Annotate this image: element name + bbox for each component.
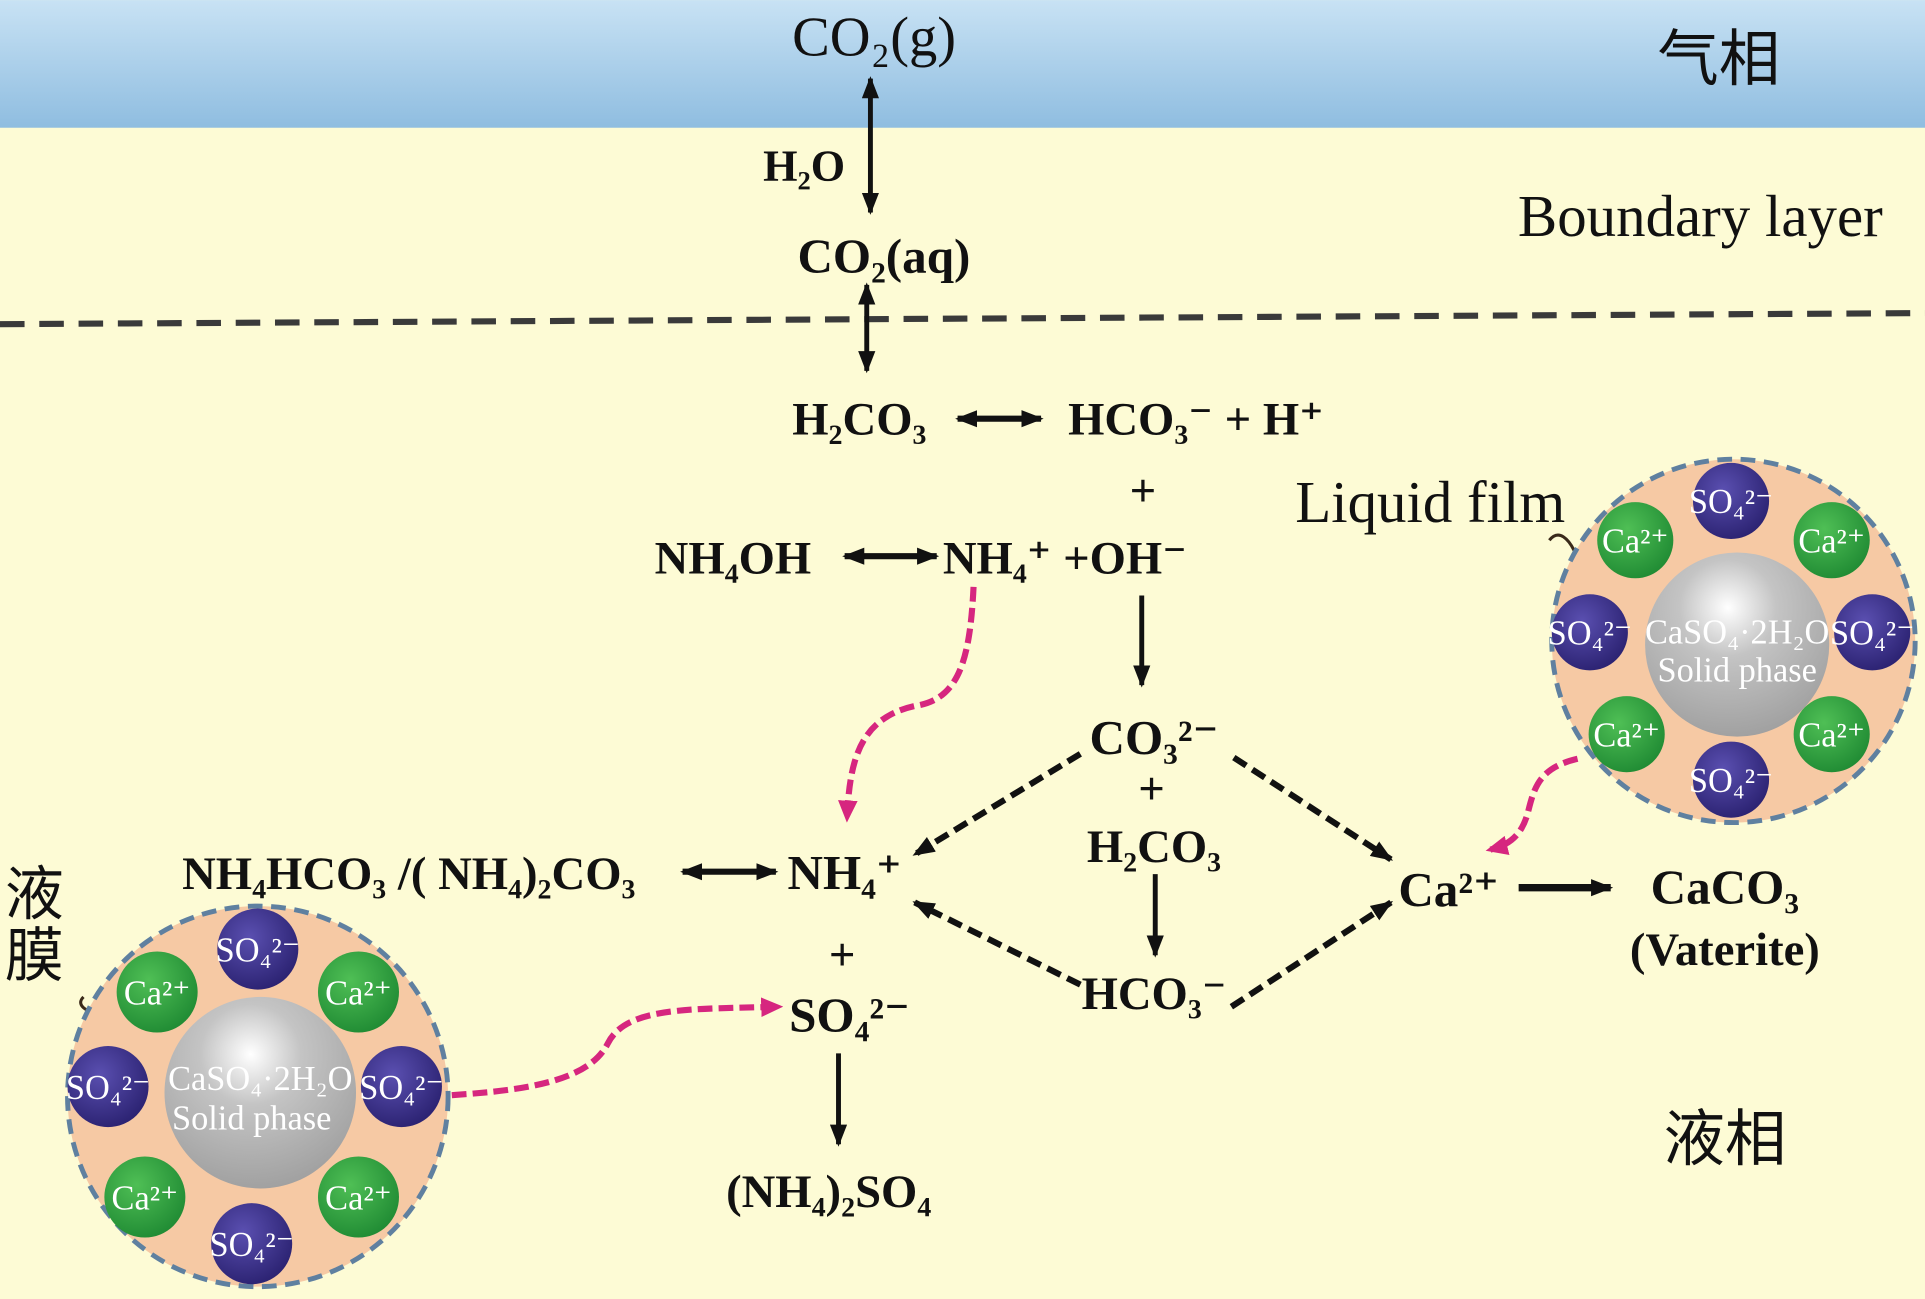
so4-release-arrow [451,997,784,1099]
liquid-film-cn-label-1: 液 [5,862,64,928]
solid-core [164,996,357,1189]
solid-core [1645,552,1830,737]
ca-ion-sphere [1588,696,1665,773]
gas-phase-label: 气相 [1657,26,1780,94]
ca-ion-label: Ca²⁺ [1798,523,1865,561]
ca-ion: Ca²⁺ [1398,862,1499,917]
gypsum-particle-right: SO₄²⁻ SO₄²⁻ SO₄²⁻ SO₄²⁻ Ca²⁺ Ca²⁺ Ca²⁺ C… [1548,456,1918,826]
ca-ion-sphere [1597,502,1674,579]
ca-ion-label: Ca²⁺ [124,974,191,1012]
so4-ion-sphere [67,1046,149,1128]
boundary-dashed-line [0,310,1925,328]
plus-sign: + [1138,763,1165,815]
h2co3-middle: H₂CO₃ [1087,821,1221,873]
liquid-film-cn-label-2: 膜 [5,923,64,989]
ca-ion-label: Ca²⁺ [1593,716,1660,754]
co3: CO₃²⁻ [1090,710,1219,765]
co3-to-nh4-dashed-arrow [912,751,1082,858]
gas-phase-region [0,0,1925,128]
ca-ion-label: Ca²⁺ [1602,523,1669,561]
so4-ion-sphere [1551,594,1628,671]
liquid-film-label: Liquid film [1295,469,1565,535]
nh4-ion: NH₄⁺ [788,845,902,900]
so4-ion-sphere [1834,594,1911,671]
ca-ion-sphere [104,1156,186,1238]
so4-ion-label: SO₄²⁻ [359,1069,443,1107]
ca-ion-sphere [317,1156,399,1238]
ca-release-arrow [1485,755,1579,855]
core-formula: CaSO₄·2H₂O [168,1060,352,1098]
h2o-label: H₂O [763,142,845,191]
ca-ion-label: Ca²⁺ [325,1179,392,1217]
ca-ion-label: Ca²⁺ [325,974,392,1012]
so4-ion-label: SO₄²⁻ [1830,615,1914,653]
core-label: Solid phase [172,1100,331,1138]
so4-ion-sphere [1692,741,1770,818]
so4-ion-sphere [1692,462,1770,540]
h2co3: H₂CO₃ [792,394,926,446]
so4-ion-label: SO₄²⁻ [1548,615,1632,653]
vaterite-label: (Vaterite) [1630,924,1820,976]
ca-ion-sphere [1793,696,1870,773]
ammonium-sulfate: (NH₄)₂SO₄ [726,1166,931,1218]
plus-sign: + [1130,465,1157,517]
so4-ion-label: SO₄²⁻ [210,1226,294,1264]
nh4oh: NH₄OH [655,532,812,584]
so4-ion-sphere [211,1203,293,1285]
hco3-to-nh4-dashed-arrow [912,899,1082,988]
ca-ion-sphere [317,951,399,1033]
so4-ion-sphere [217,908,299,990]
nh4-transfer-arrow [838,586,977,823]
hco3: HCO₃⁻ [1082,968,1227,1020]
boundary-layer-label: Boundary layer [1518,183,1883,249]
core-formula: CaSO₄·2H₂O [1645,613,1829,651]
nh4-carbonate-salts: NH₄HCO₃ /( NH₄)₂CO₃ [182,848,635,900]
ca-ion-sphere [1793,502,1870,579]
caco3: CaCO₃ [1651,860,1799,915]
ca-ion-label: Ca²⁺ [1798,716,1865,754]
so4-ion-label: SO₄²⁻ [1689,483,1773,521]
co2-aq: CO₂(aq) [797,229,970,284]
liquid-phase-label: 液相 [1664,1106,1787,1174]
co2-gas: CO₂(g) [792,6,956,68]
so4-ion: SO₄²⁻ [789,987,910,1042]
so4-ion-label: SO₄²⁻ [216,931,300,969]
hco3-h: HCO₃⁻ + H⁺ [1068,394,1324,446]
plus-sign: + [829,929,856,981]
co3-to-ca-dashed-arrow [1232,754,1394,863]
ca-ion-sphere [116,951,198,1033]
core-label: Solid phase [1657,651,1816,689]
gypsum-particle-left: SO₄²⁻ SO₄²⁻ SO₄²⁻ SO₄²⁻ Ca²⁺ Ca²⁺ Ca²⁺ C… [65,903,451,1290]
nh4-oh: NH₄⁺ +OH⁻ [943,532,1187,584]
so4-ion-label: SO₄²⁻ [1689,762,1773,800]
so4-ion-label: SO₄²⁻ [66,1069,150,1107]
so4-ion-sphere [360,1046,442,1128]
ca-ion-label: Ca²⁺ [112,1179,179,1217]
hco3-to-ca-dashed-arrow [1229,899,1394,1010]
